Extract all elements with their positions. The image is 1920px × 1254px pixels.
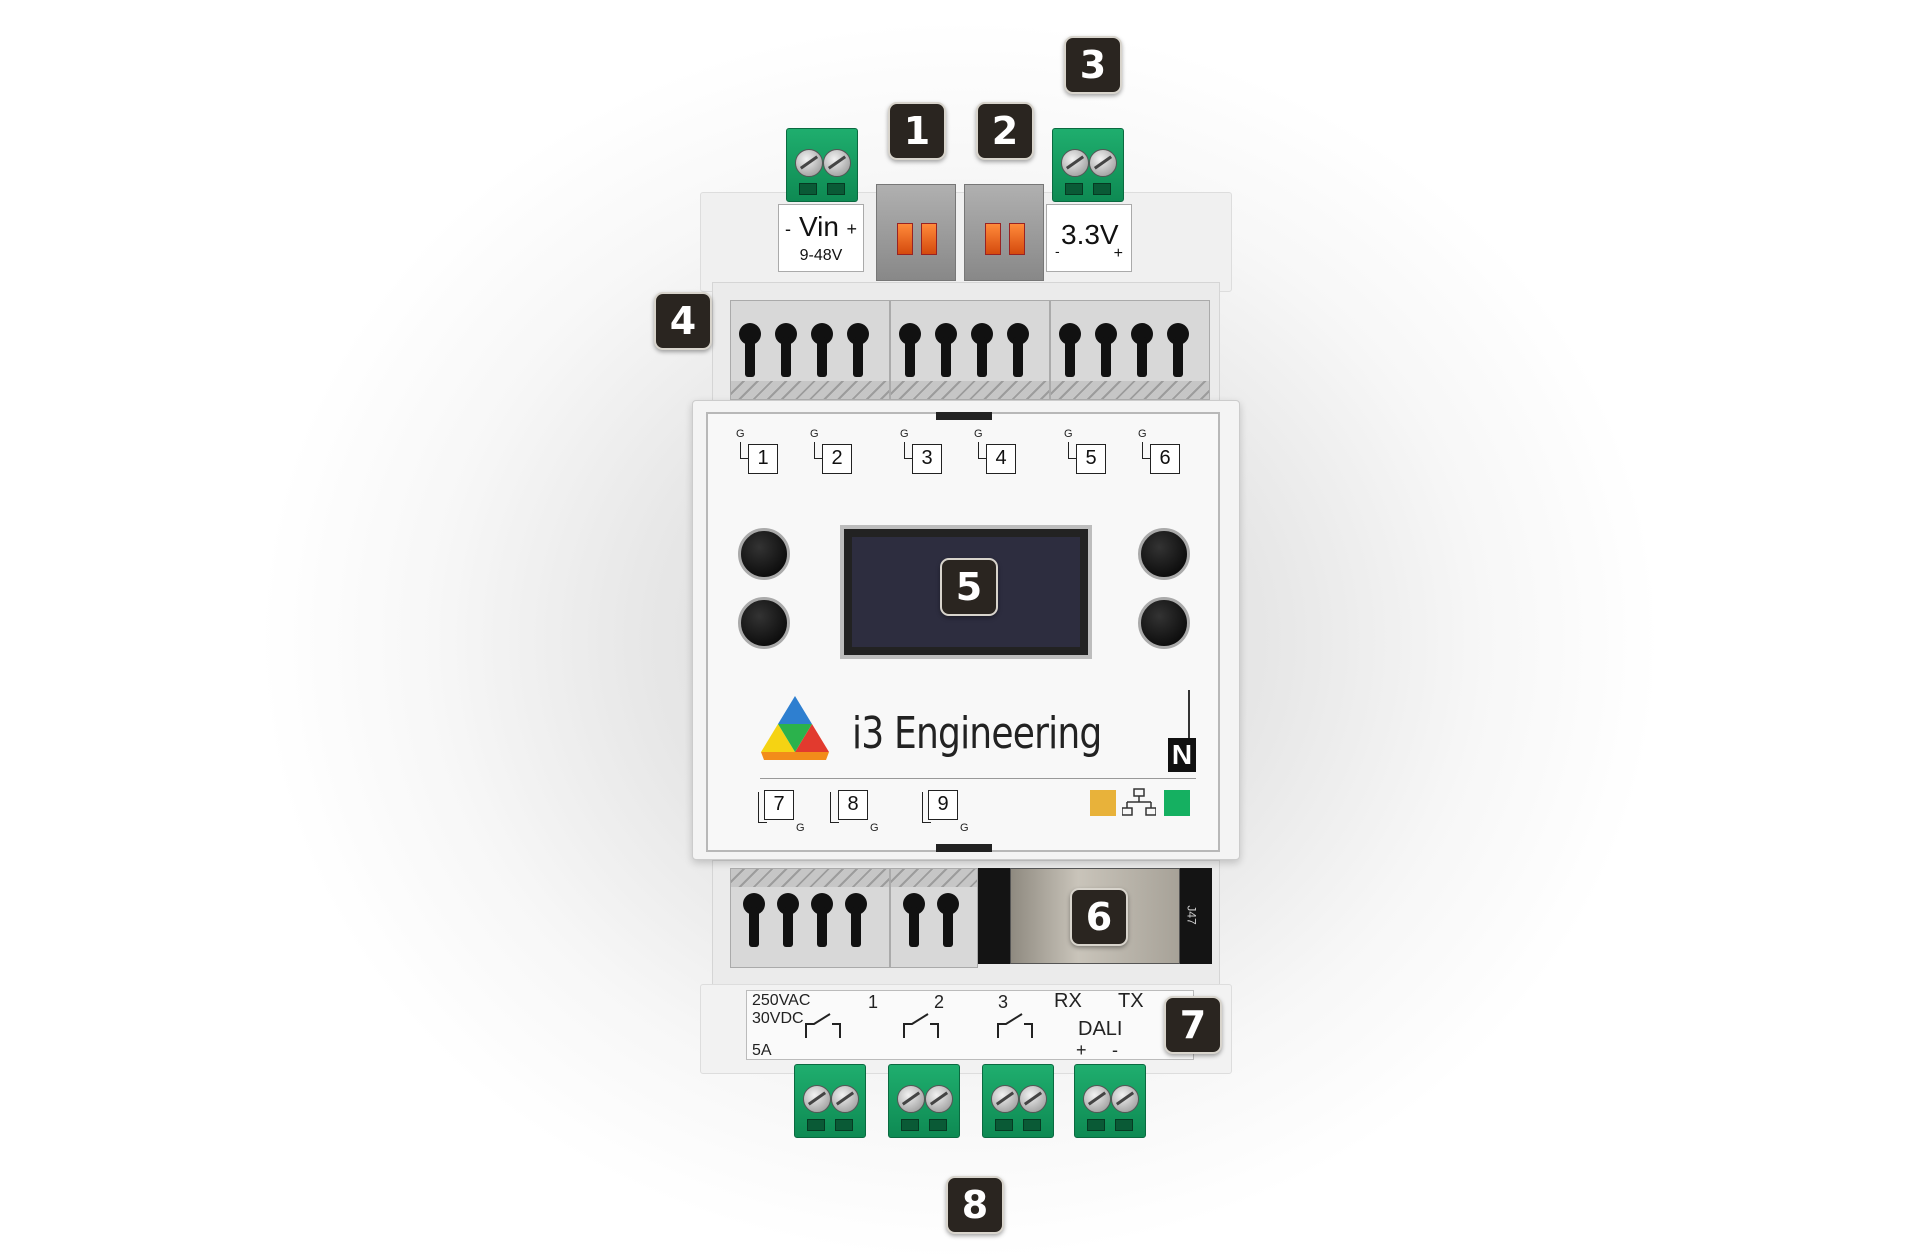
channel-4: 4: [986, 444, 1016, 474]
ground-mark: G: [870, 822, 879, 834]
callout-3: 3: [1064, 36, 1122, 94]
channel-8: 8: [838, 790, 868, 820]
vin-terminal[interactable]: [786, 128, 858, 202]
callout-2: 2: [976, 102, 1034, 160]
rj-port-text: J47: [1184, 905, 1199, 925]
callout-6: 6: [1070, 888, 1128, 946]
knob-right-top[interactable]: [1138, 528, 1190, 580]
upper-terminal-strip-3[interactable]: [1050, 300, 1210, 400]
lower-terminal-strip-1[interactable]: [730, 868, 890, 968]
ground-mark: G: [974, 428, 983, 440]
brand-name: i3 Engineering: [852, 708, 1102, 759]
channel-5: 5: [1076, 444, 1106, 474]
ground-mark: G: [796, 822, 805, 834]
callout-8: 8: [946, 1176, 1004, 1234]
callout-7: 7: [1164, 996, 1222, 1054]
upper-terminal-strip-1[interactable]: [730, 300, 890, 400]
callout-4: 4: [654, 292, 712, 350]
relay-1-terminal[interactable]: [794, 1064, 866, 1138]
rating-voltage-ac: 250VAC: [752, 992, 811, 1009]
relay-contact-icon: [997, 1013, 1033, 1038]
ground-mark: G: [1064, 428, 1073, 440]
relay-3-terminal[interactable]: [982, 1064, 1054, 1138]
v33-minus: -: [1055, 243, 1060, 259]
rating-current: 5A: [752, 1042, 772, 1059]
callout-5: 5: [940, 558, 998, 616]
vin-main: Vin: [799, 211, 839, 242]
ground-mark: G: [900, 428, 909, 440]
relay-contact-icon: [805, 1013, 841, 1038]
ground-mark: G: [1138, 428, 1147, 440]
ethernet-icon: [1122, 788, 1156, 816]
dali-terminal[interactable]: [1074, 1064, 1146, 1138]
v33-main: 3.3V: [1061, 219, 1119, 250]
panel-divider: [760, 778, 1196, 779]
relay-1-label: 1: [868, 992, 879, 1012]
lower-terminal-strip-2[interactable]: [890, 868, 978, 968]
rj-jack-1[interactable]: [876, 184, 956, 281]
relay-2-label: 2: [934, 992, 945, 1012]
vin-plus: +: [846, 219, 857, 239]
channel-3: 3: [912, 444, 942, 474]
rx-label: RX: [1054, 990, 1082, 1012]
rating-voltage-dc: 30VDC: [752, 1010, 804, 1027]
knob-left-bottom[interactable]: [738, 597, 790, 649]
status-led-amber: [1090, 790, 1116, 816]
v33-label: 3.3V - +: [1046, 204, 1132, 272]
i3-logo-icon: [761, 696, 829, 760]
relay-3-label: 3: [998, 992, 1009, 1012]
ground-mark: G: [960, 822, 969, 834]
upper-terminal-strip-2[interactable]: [890, 300, 1050, 400]
channel-2: 2: [822, 444, 852, 474]
knob-right-bottom[interactable]: [1138, 597, 1190, 649]
channel-7: 7: [764, 790, 794, 820]
dali-plus: +: [1076, 1040, 1087, 1060]
relay-contact-icon: [903, 1013, 939, 1038]
status-led-green: [1164, 790, 1190, 816]
vin-range: 9-48V: [799, 247, 843, 264]
vin-minus: -: [785, 219, 791, 239]
v33-plus: +: [1113, 245, 1123, 262]
ground-mark: G: [810, 428, 819, 440]
oled-display: [840, 525, 1092, 659]
channel-1: 1: [748, 444, 778, 474]
nfc-badge: N: [1168, 738, 1196, 772]
channel-9: 9: [928, 790, 958, 820]
dali-label: DALI: [1078, 1018, 1123, 1040]
ground-mark: G: [736, 428, 745, 440]
vin-label: - Vin + 9-48V: [778, 204, 864, 272]
rj-jack-2[interactable]: [964, 184, 1044, 281]
relay-label-panel: [746, 990, 1194, 1060]
v33-terminal[interactable]: [1052, 128, 1124, 202]
dali-minus: -: [1112, 1040, 1118, 1060]
callout-1: 1: [888, 102, 946, 160]
knob-left-top[interactable]: [738, 528, 790, 580]
relay-2-terminal[interactable]: [888, 1064, 960, 1138]
tx-label: TX: [1118, 990, 1144, 1012]
channel-6: 6: [1150, 444, 1180, 474]
